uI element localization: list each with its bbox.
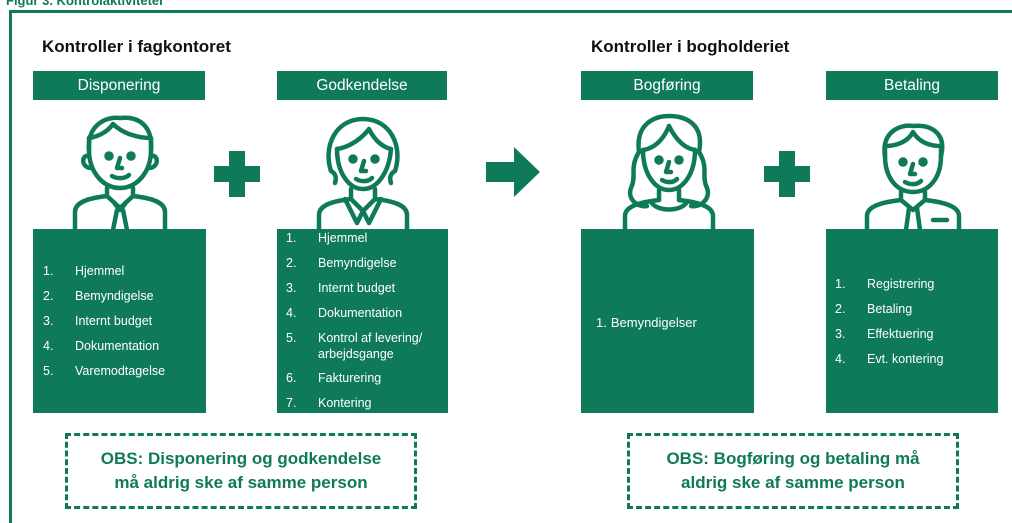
obs-note-left: OBS: Disponering og godkendelse må aldri…	[65, 433, 417, 509]
list-item: 1.Registrering	[835, 277, 935, 291]
list-item: 3.Internt budget	[43, 314, 153, 328]
man-with-tie-icon	[65, 112, 175, 230]
list-item: 5.Kontrol af levering/ arbejdsgange	[286, 331, 423, 361]
obs-note-right-line2: aldrig ske af samme person	[681, 473, 905, 492]
panel-disponering: 1.Hjemmel 2.Bemyndigelse 3.Internt budge…	[33, 229, 206, 413]
list-item: 6.Fakturering	[286, 371, 382, 385]
role-label-godkendelse: Godkendelse	[277, 71, 447, 100]
obs-note-right-line1: OBS: Bogføring og betaling må	[666, 449, 920, 468]
plus-icon	[214, 151, 260, 202]
list-item: 4.Dokumentation	[43, 339, 160, 353]
list-item: 1.Hjemmel	[43, 264, 125, 278]
role-label-disponering: Disponering	[33, 71, 205, 100]
role-label-betaling: Betaling	[826, 71, 998, 100]
section-heading-fagkontoret: Kontroller i fagkontoret	[42, 37, 231, 56]
list-item: 4.Dokumentation	[286, 306, 403, 320]
list-item: 1.Bemyndigelser	[596, 315, 697, 330]
plus-icon	[764, 151, 810, 202]
figure-title: Figur 3. Kontrolaktiviteter	[6, 0, 165, 8]
arrow-right-icon	[486, 147, 540, 202]
list-item: 2.Bemyndigelse	[286, 256, 397, 270]
panel-betaling: 1.Registrering 2.Betaling 3.Effektuering…	[826, 229, 998, 413]
panel-godkendelse: 1.Hjemmel 2.Bemyndigelse 3.Internt budge…	[277, 229, 448, 413]
obs-note-left-line1: OBS: Disponering og godkendelse	[100, 449, 382, 468]
figure-frame	[9, 10, 1012, 523]
list-item: 4.Evt. kontering	[835, 352, 944, 366]
list-item: 3.Effektuering	[835, 327, 934, 341]
man-with-tie-icon	[863, 122, 963, 230]
panel-bogforing: 1.Bemyndigelser	[581, 229, 754, 413]
list-item: 2.Betaling	[835, 302, 913, 316]
role-label-bogforing: Bogføring	[581, 71, 753, 100]
woman-short-hair-icon	[313, 113, 413, 231]
woman-long-hair-icon	[617, 112, 721, 230]
section-heading-bogholderiet: Kontroller i bogholderiet	[591, 37, 790, 56]
list-item: 3.Internt budget	[286, 281, 396, 295]
obs-note-left-line2: må aldrig ske af samme person	[114, 473, 368, 492]
list-item: 2.Bemyndigelse	[43, 289, 154, 303]
list-item: 7.Kontering	[286, 396, 372, 410]
obs-note-right: OBS: Bogføring og betaling må aldrig ske…	[627, 433, 959, 509]
list-item: 5.Varemodtagelse	[43, 364, 166, 378]
list-item: 1.Hjemmel	[286, 231, 368, 245]
